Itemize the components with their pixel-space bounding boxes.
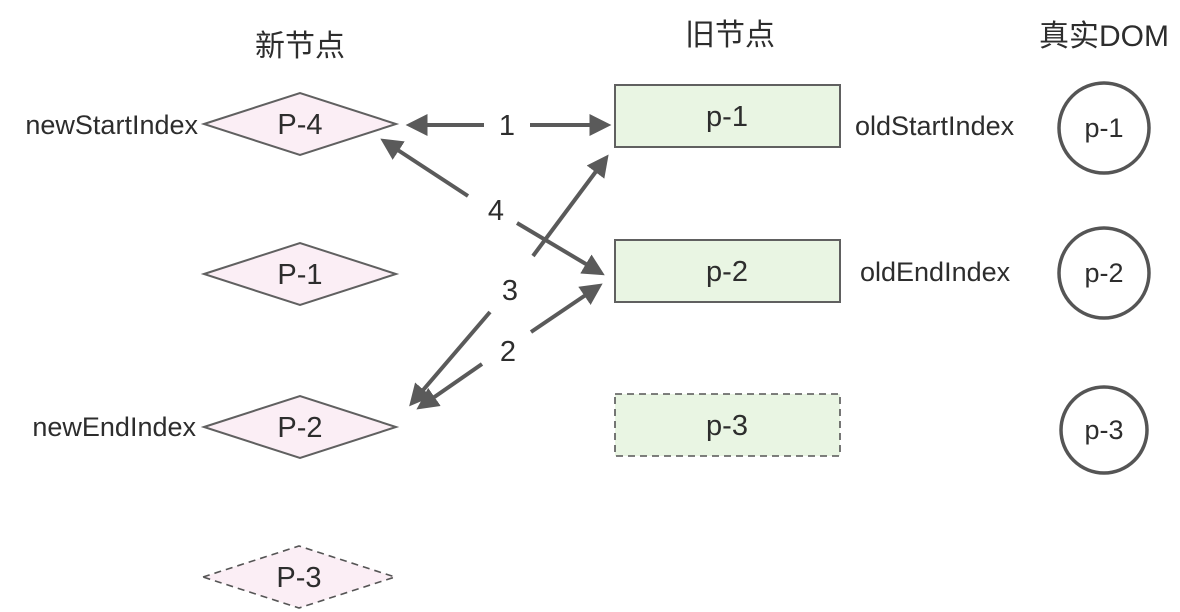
column-header-real-dom: 真实DOM	[1039, 20, 1169, 53]
rect-shape	[614, 84, 841, 148]
comparison-arrow-3: 3	[409, 154, 609, 407]
old-node-p2: p-2	[614, 239, 841, 303]
arrow-line	[531, 154, 609, 258]
real-dom-node-p2: p-2	[1057, 226, 1151, 320]
step-number: 4	[488, 195, 504, 227]
new-node-p4: P-4	[200, 91, 400, 157]
new-node-label: P-3	[276, 562, 321, 594]
rect-shape	[614, 239, 841, 303]
new-node-label: P-1	[277, 259, 322, 291]
column-header-old-nodes: 旧节点	[685, 19, 775, 52]
pointer-label-old-end-index: oldEndIndex	[860, 257, 1011, 287]
comparison-arrow-1: 1	[405, 110, 612, 142]
comparison-arrow-4: 4	[380, 138, 605, 276]
pointer-label-new-end-index: newEndIndex	[32, 412, 196, 442]
real-dom-label: p-1	[1084, 113, 1123, 143]
new-node-label: P-4	[277, 109, 322, 141]
real-dom-label: p-3	[1084, 415, 1123, 445]
arrow-line	[529, 283, 603, 334]
step-number: 3	[502, 275, 518, 307]
column-header-new-nodes: 新节点	[255, 30, 345, 63]
real-dom-node-p3: p-3	[1059, 385, 1149, 475]
new-node-p1: P-1	[200, 241, 400, 307]
diamond-shape	[200, 241, 400, 307]
diamond-shape-dashed	[200, 545, 398, 609]
pointer-label-new-start-index: newStartIndex	[25, 110, 198, 140]
pointer-label-old-start-index: oldStartIndex	[855, 111, 1015, 141]
real-dom-node-p1: p-1	[1057, 81, 1151, 175]
old-node-label: p-2	[706, 256, 748, 288]
step-number: 2	[500, 336, 516, 368]
real-dom-label: p-2	[1084, 258, 1123, 288]
old-node-label: p-1	[706, 101, 748, 133]
old-node-p1: p-1	[614, 84, 841, 148]
circle-shape	[1059, 385, 1149, 475]
diamond-shape	[200, 394, 400, 460]
arrow-line	[380, 138, 470, 198]
arrow-line	[515, 221, 605, 276]
arrow-line	[409, 310, 492, 407]
old-node-p3-dashed: p-3	[614, 393, 841, 457]
circle-shape	[1057, 81, 1151, 175]
new-node-p3-dashed: P-3	[200, 545, 398, 609]
comparison-arrow-2: 2	[416, 283, 603, 410]
diamond-shape	[200, 91, 400, 157]
arrow-line	[416, 362, 484, 410]
new-node-p2: P-2	[200, 394, 400, 460]
rect-shape-dashed	[614, 393, 841, 457]
new-node-label: P-2	[277, 412, 322, 444]
old-node-label: p-3	[706, 410, 748, 442]
circle-shape	[1057, 226, 1151, 320]
step-number: 1	[499, 110, 515, 142]
